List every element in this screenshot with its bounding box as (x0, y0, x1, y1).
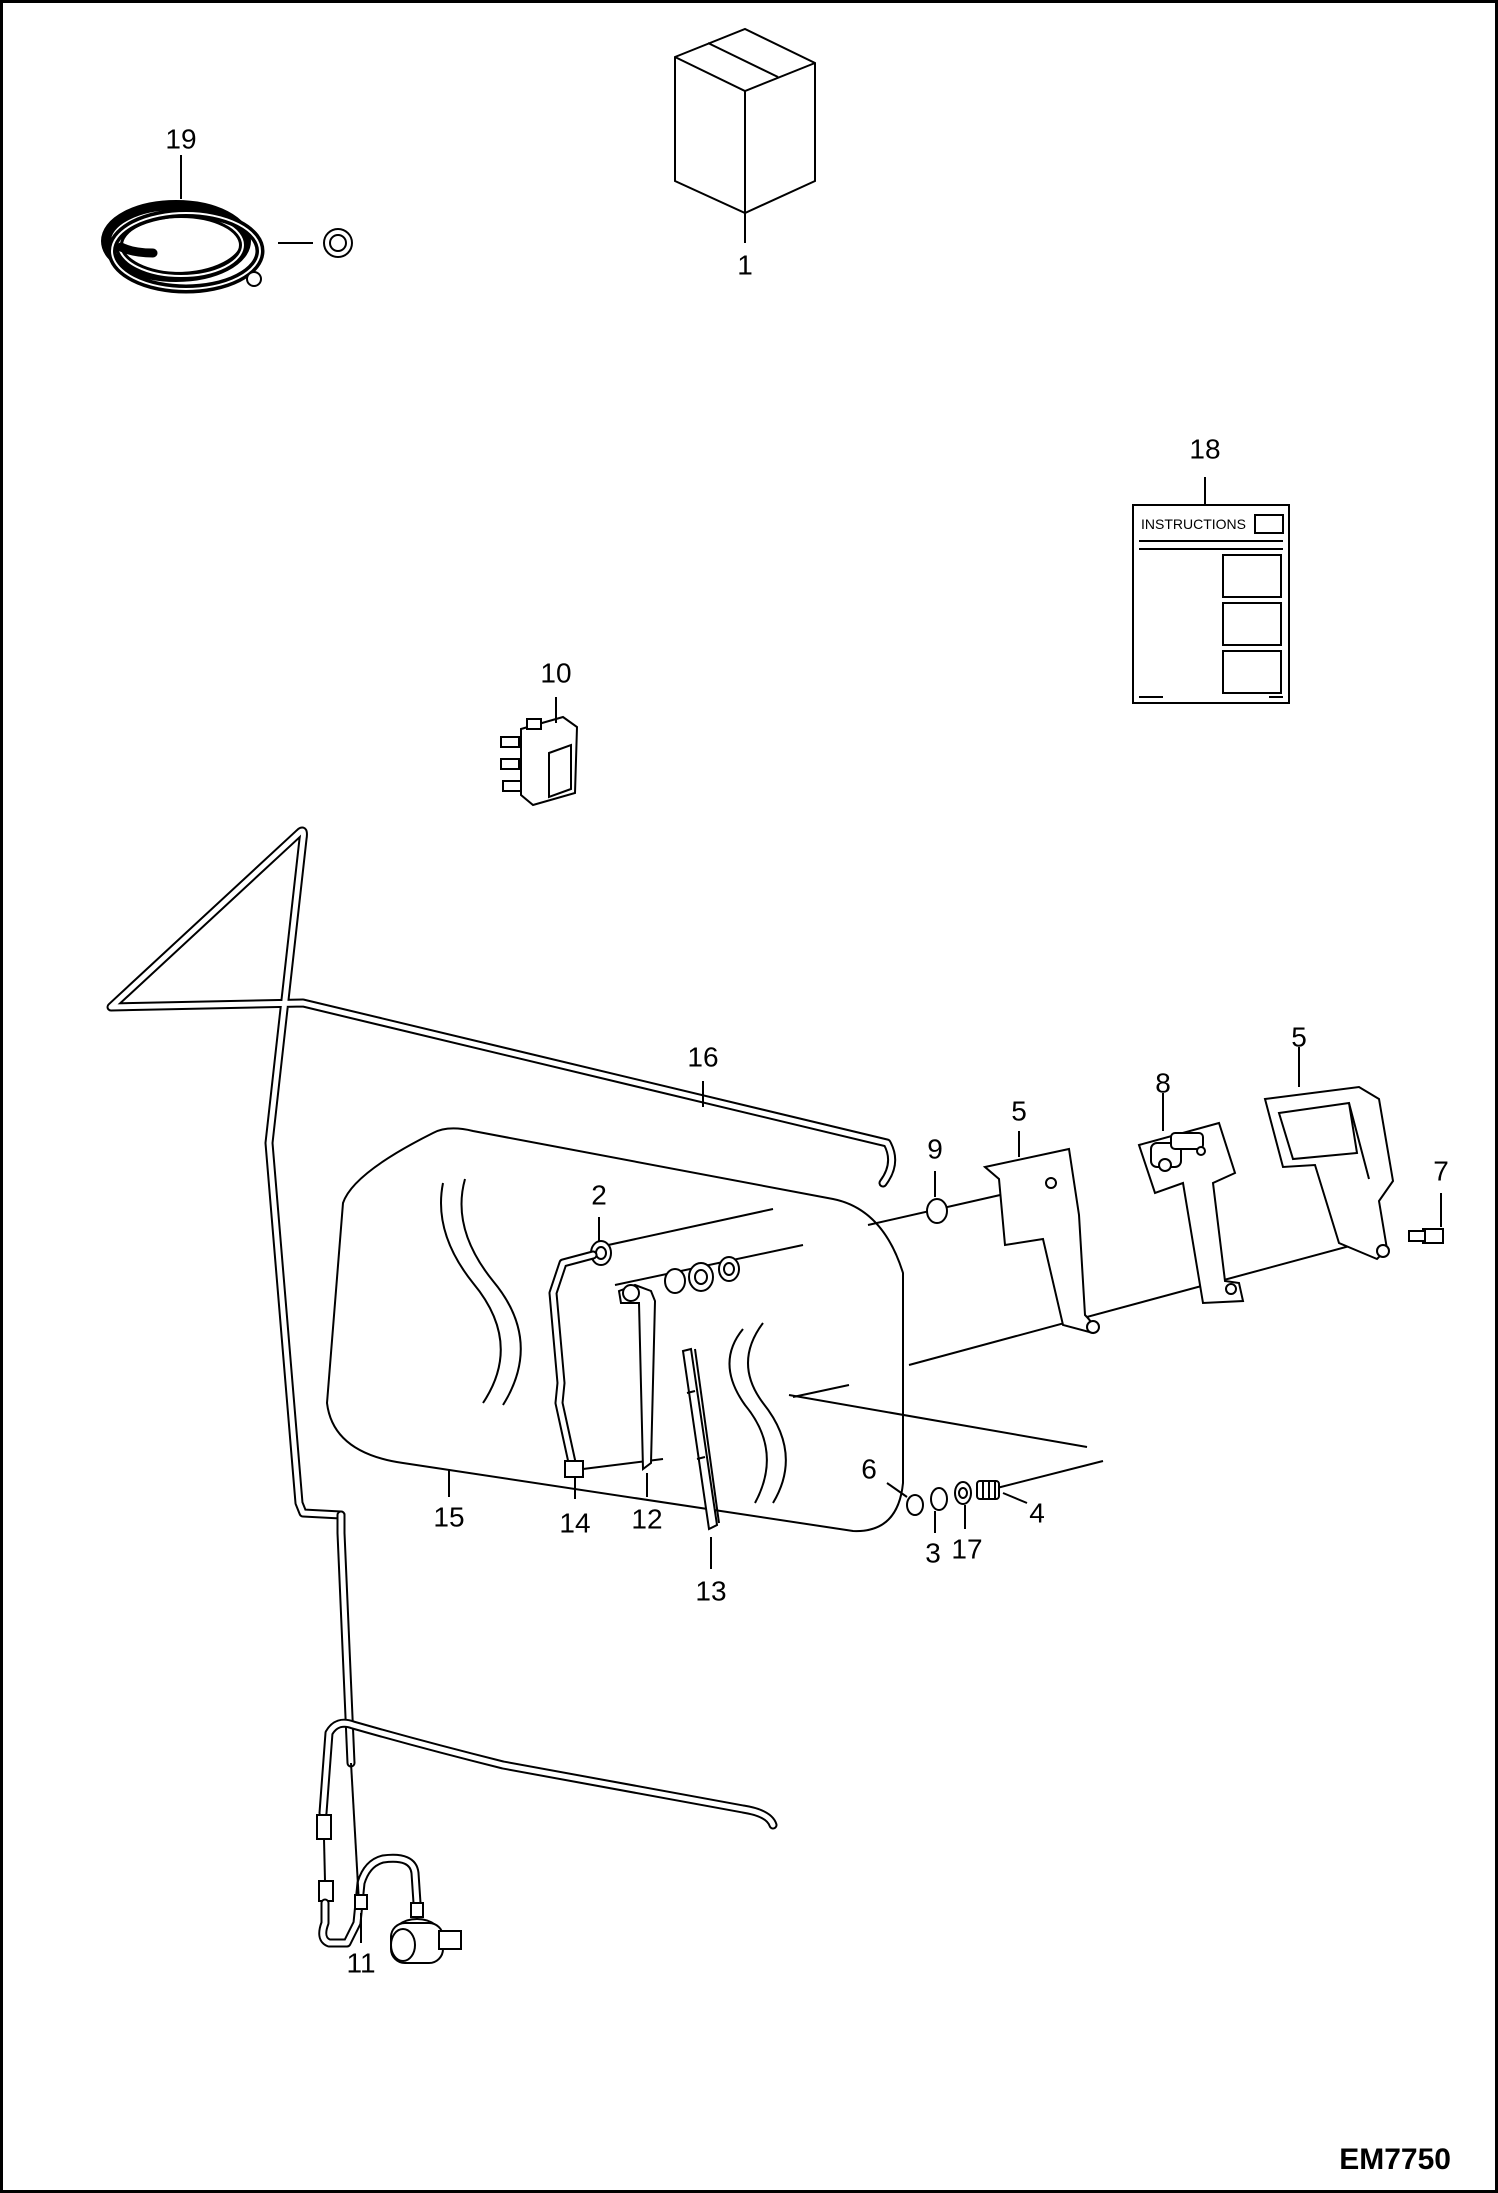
callout-9: 9 (927, 1133, 943, 1164)
axis-line-nut (992, 1460, 1104, 1490)
axis-line-diagonal (788, 1394, 1088, 1448)
rocker-switch (500, 715, 579, 807)
callout-16: 16 (687, 1041, 718, 1072)
washer-hose-lower (316, 1718, 778, 1948)
exploded-parts-diagram: 1 19 INSTRUCTIONS 18 10 (101, 27, 1451, 2176)
spacer (926, 1198, 948, 1224)
callout-4: 4 (1029, 1497, 1045, 1528)
wiper-blade (681, 1347, 720, 1531)
cap-nut (906, 1494, 924, 1516)
axis-line-mid (614, 1244, 804, 1286)
gasket-left (982, 1147, 1100, 1335)
window-glass (325, 1127, 904, 1533)
leader-line-4 (1002, 1492, 1028, 1504)
nut-stack (906, 1480, 1000, 1516)
washer-tube (106, 826, 897, 1768)
callout-2: 2 (591, 1179, 607, 1210)
nozzle (564, 1460, 584, 1478)
callout-14: 14 (559, 1507, 590, 1538)
box-kit (674, 27, 816, 215)
axis-line-lower (908, 1236, 1384, 1366)
callout-5-left: 5 (1011, 1095, 1027, 1126)
callout-11: 11 (346, 1947, 375, 1978)
axis-line-upper (598, 1208, 774, 1248)
leader-line-6 (886, 1482, 908, 1498)
callout-17: 17 (951, 1533, 982, 1564)
callout-10: 10 (540, 657, 571, 688)
callout-6: 6 (861, 1453, 877, 1484)
axis-line-center (792, 1384, 850, 1398)
screw (1408, 1228, 1444, 1244)
callout-3: 3 (925, 1537, 941, 1568)
callout-5-right: 5 (1291, 1021, 1307, 1052)
drawing-reference-code: EM7750 (1339, 2143, 1451, 2176)
wiper-arm (617, 1256, 740, 1471)
instructions-label: INSTRUCTIONS (1141, 516, 1246, 532)
callout-18: 18 (1189, 433, 1220, 464)
wiper-motor (1137, 1121, 1245, 1305)
callout-12: 12 (631, 1503, 662, 1534)
motor-cover (1263, 1085, 1395, 1261)
washer-pump (390, 1902, 462, 1964)
callout-19: 19 (165, 123, 196, 154)
instructions-sheet: INSTRUCTIONS (1132, 504, 1290, 704)
hose-coil (101, 200, 265, 294)
callout-8: 8 (1155, 1067, 1171, 1098)
callout-7: 7 (1433, 1155, 1449, 1186)
grommet (590, 1240, 612, 1266)
callout-15: 15 (433, 1501, 464, 1532)
callout-13: 13 (695, 1575, 726, 1606)
washer (930, 1487, 948, 1511)
callout-1: 1 (737, 249, 753, 280)
